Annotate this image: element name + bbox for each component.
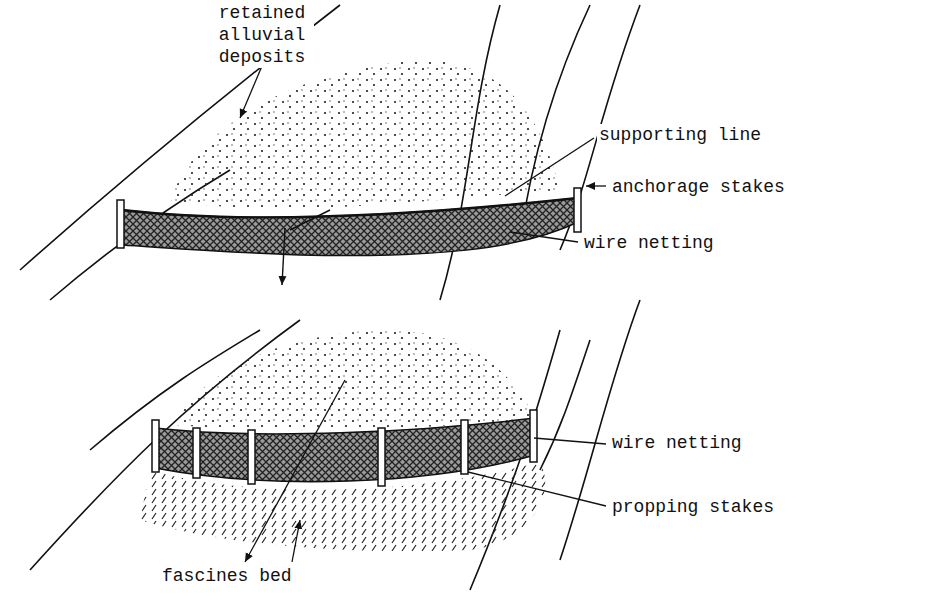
retained-deposits: [175, 330, 535, 430]
leader-lines: [240, 66, 606, 562]
fascines-bed-label: fascines bed: [160, 565, 294, 587]
deposits-label: retained alluvial deposits: [210, 2, 314, 68]
supporting-line-label: supporting line: [597, 124, 763, 146]
anchorage-stake: [574, 188, 581, 232]
wire-netting: [155, 418, 535, 482]
wire-netting-label: wire netting: [582, 232, 716, 254]
anchorage-stakes-label: anchorage stakes: [610, 176, 787, 198]
propping-stakes-label: propping stakes: [610, 496, 776, 518]
stream-banks: [20, 5, 640, 590]
wire-netting-label: wire netting: [610, 432, 744, 454]
anchorage-stake: [117, 200, 124, 248]
wire-netting: [122, 198, 578, 256]
flow-line: [290, 210, 330, 230]
flow-arrow: [282, 228, 285, 285]
supporting-line: [122, 198, 578, 217]
retained-deposits: [170, 60, 560, 209]
